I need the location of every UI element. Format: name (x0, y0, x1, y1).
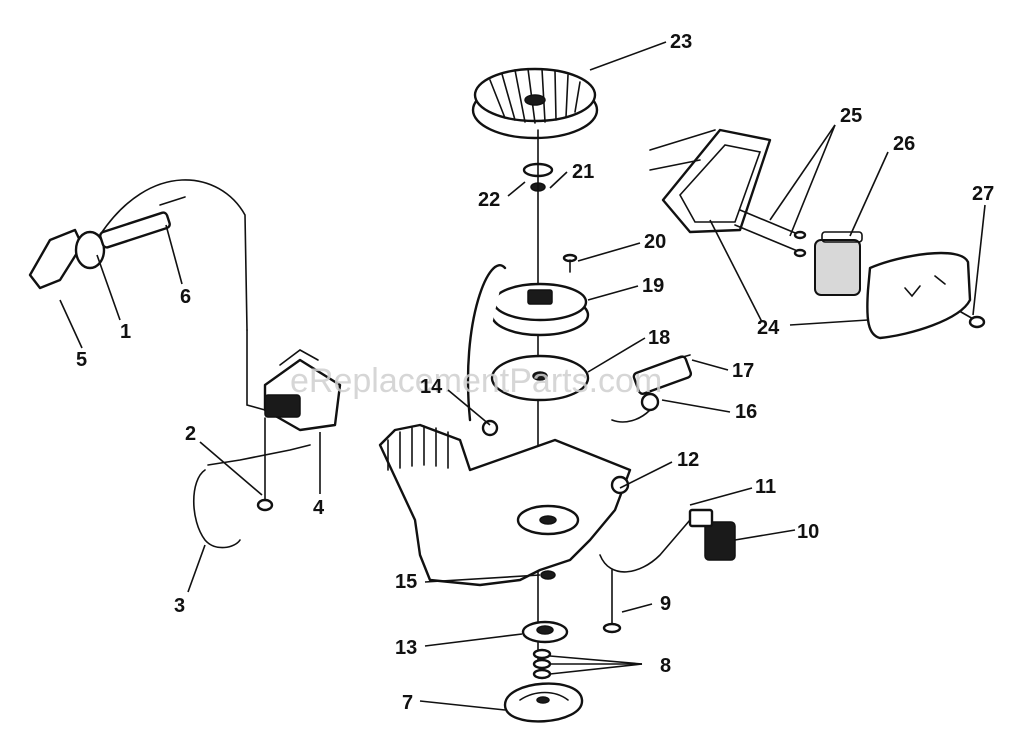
pulley-plate-part (490, 354, 590, 402)
long-screws-part (734, 209, 807, 258)
callout-1: 1 (120, 321, 131, 343)
screw-part (562, 253, 578, 273)
callout-2: 2 (185, 423, 196, 445)
callout-labels: 1 2 3 4 5 6 7 8 9 10 11 12 13 14 15 16 1… (76, 31, 994, 714)
callout-14: 14 (420, 376, 443, 398)
callout-17: 17 (732, 360, 754, 382)
small-washers-part (532, 648, 552, 680)
callout-27: 27 (972, 183, 994, 205)
switch-part (611, 354, 693, 423)
callout-10: 10 (797, 521, 819, 543)
filter-element-part (814, 231, 863, 296)
callout-22: 22 (478, 189, 500, 211)
callout-8: 8 (660, 655, 671, 677)
callout-15: 15 (395, 571, 417, 593)
callout-21: 21 (572, 161, 594, 183)
connector-part (599, 508, 736, 573)
callout-5: 5 (76, 349, 87, 371)
callout-6: 6 (180, 286, 191, 308)
callout-4: 4 (313, 497, 325, 519)
callout-18: 18 (648, 327, 670, 349)
leader-lines (59, 41, 986, 711)
clutch-washer-part (521, 620, 569, 644)
callout-19: 19 (642, 275, 664, 297)
callout-25: 25 (840, 105, 862, 127)
callout-9: 9 (660, 593, 671, 615)
starter-pulley-part (490, 282, 590, 337)
bolt-part (602, 569, 622, 634)
callout-26: 26 (893, 133, 915, 155)
callout-23: 23 (670, 31, 692, 53)
callout-24: 24 (757, 317, 780, 339)
callout-12: 12 (677, 449, 699, 471)
engine-housing-part (378, 419, 632, 587)
callout-16: 16 (735, 401, 757, 423)
callout-11: 11 (755, 476, 776, 498)
air-filter-base-part (649, 128, 772, 234)
watermark-text: eReplacementParts.com (290, 362, 662, 400)
nut-part (540, 570, 556, 580)
callout-3: 3 (174, 595, 185, 617)
callout-7: 7 (402, 692, 413, 714)
air-filter-cover-part (866, 251, 972, 340)
flywheel-part (471, 67, 599, 140)
callout-13: 13 (395, 637, 417, 659)
spark-plug-assembly-part (28, 179, 248, 331)
clutch-part (503, 682, 584, 723)
callout-20: 20 (644, 231, 666, 253)
ignition-module-part (192, 329, 342, 549)
